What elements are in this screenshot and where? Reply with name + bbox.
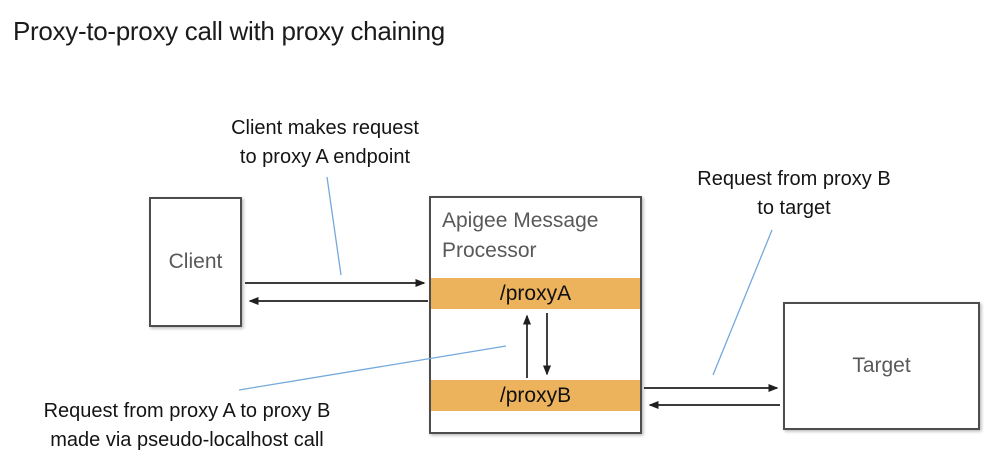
annotation-proxy-a-to-proxy-b: Request from proxy A to proxy B made via… (43, 400, 331, 451)
message-processor-node: Apigee Message Processor /proxyA /proxyB (429, 196, 642, 434)
message-processor-label: Apigee Message Processor (442, 209, 599, 262)
diagram-title: Proxy-to-proxy call with proxy chaining (13, 16, 445, 46)
leader-line-proxy-b-to-target (712, 229, 773, 376)
leader-line-client-request (326, 176, 342, 276)
target-label: Target (852, 354, 911, 377)
proxy-b-endpoint-bar: /proxyB (431, 380, 640, 411)
client-label: Client (168, 250, 223, 273)
proxy-a-endpoint-bar: /proxyA (431, 278, 640, 309)
annotation-client-request: Client makes request to proxy A endpoint (231, 117, 419, 168)
target-node: Target (783, 302, 980, 430)
client-node: Client (149, 197, 242, 327)
annotation-proxy-b-to-target: Request from proxy B to target (697, 168, 891, 219)
